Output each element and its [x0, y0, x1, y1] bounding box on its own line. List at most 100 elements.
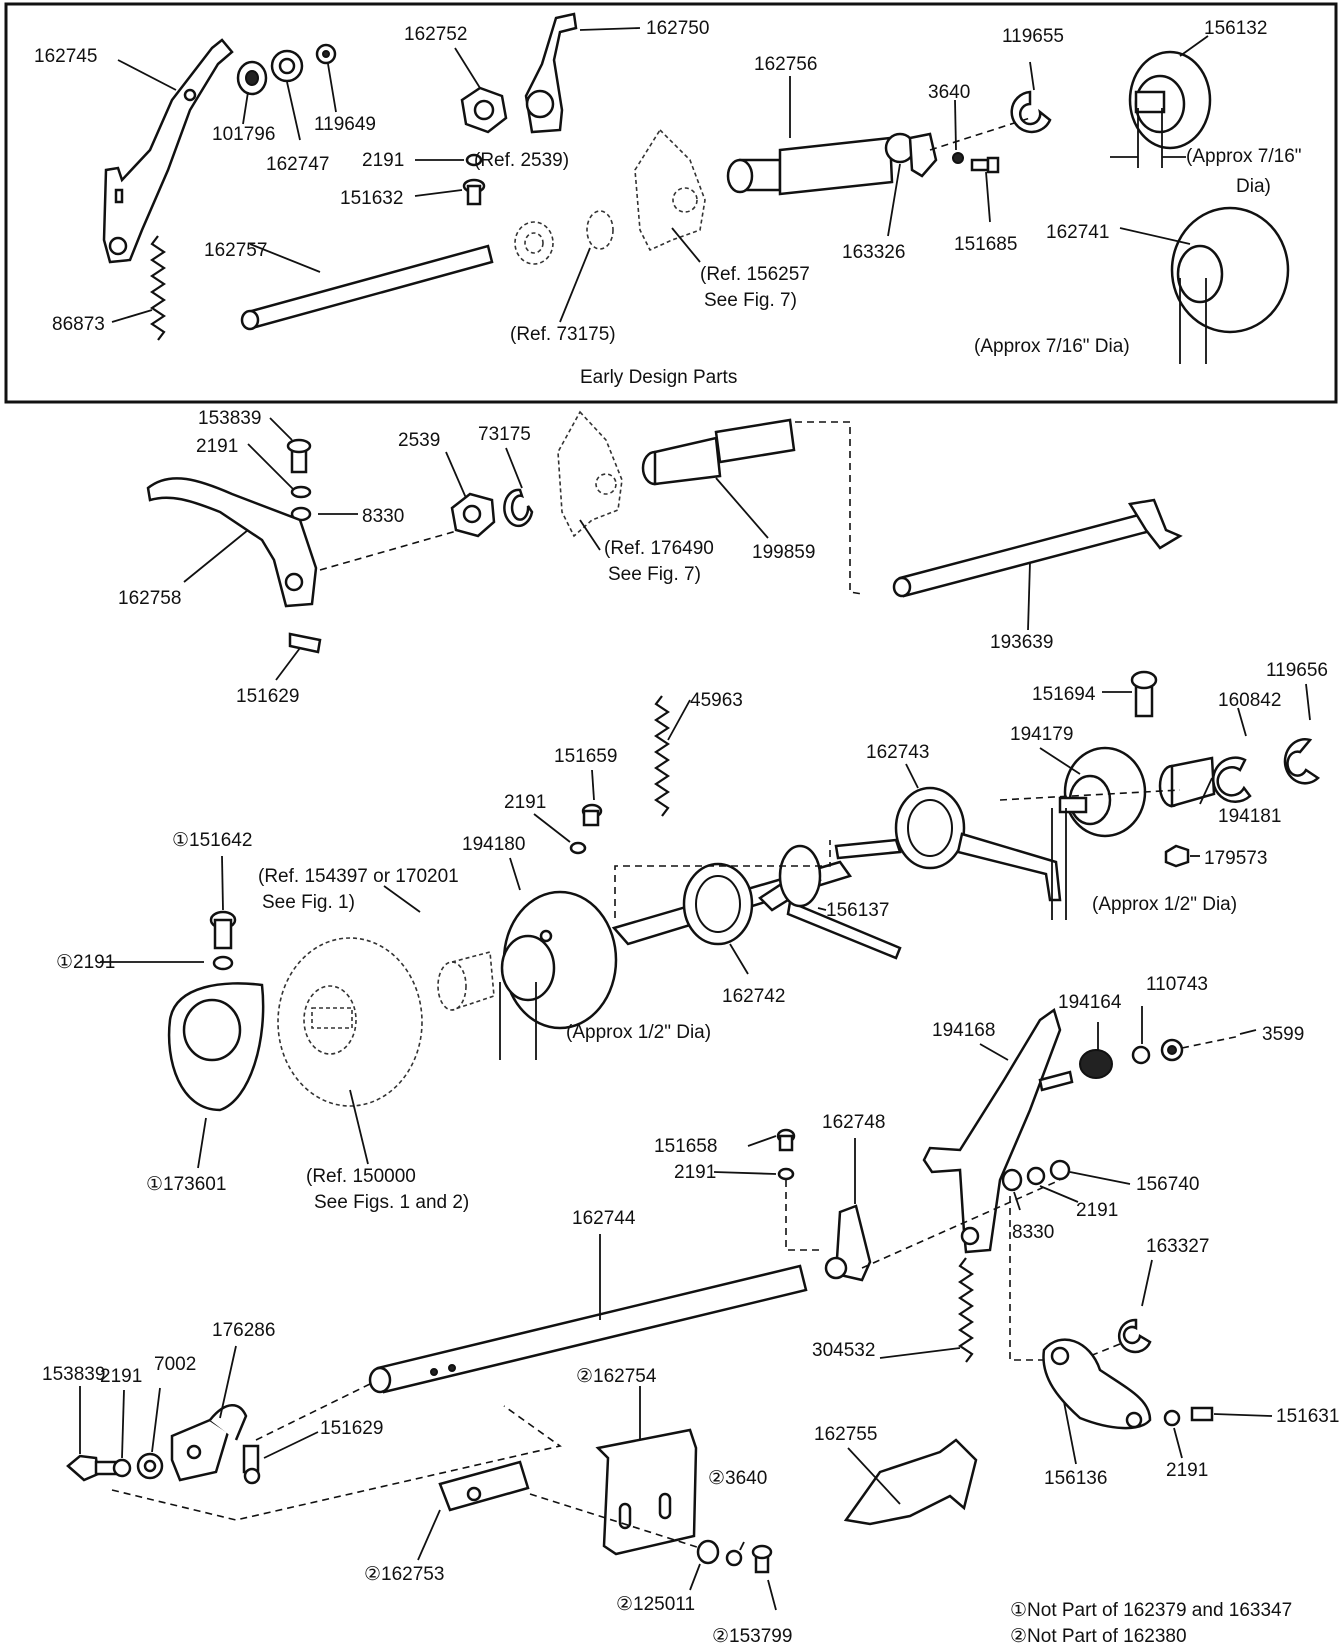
label-2191-low-d: 2191 [1166, 1460, 1208, 1481]
early-design-caption: Early Design Parts [580, 367, 737, 388]
part-153839-screw-top [286, 438, 312, 474]
part-163327-eclip [1117, 1318, 1152, 1354]
label-176286: 176286 [212, 1320, 275, 1341]
lower-axis-line-mid [861, 1179, 1061, 1269]
footnote-2: ②Not Part of 162380 [1010, 1626, 1187, 1647]
label-162755: 162755 [814, 1424, 877, 1445]
label-162748: 162748 [822, 1112, 885, 1133]
part-2191-washer-top [465, 153, 483, 167]
label-151629-mid: 151629 [236, 686, 299, 707]
part-194181-bushing [1158, 756, 1216, 808]
part-2191-washer-low-d [1163, 1409, 1181, 1427]
part-162743-link [834, 786, 1062, 902]
part-2191-washer-mid [290, 485, 312, 499]
label-ref-73175: (Ref. 73175) [510, 324, 616, 345]
lower-leader-dash-3 [111, 1405, 562, 1521]
label-156137: 156137 [826, 900, 889, 921]
part-160842-clip [1211, 756, 1252, 803]
label-ref-150000: (Ref. 150000 [306, 1166, 416, 1187]
label-2191-low-a: 2191 [674, 1162, 716, 1183]
label-ref-150000-see: See Figs. 1 and 2) [314, 1192, 469, 1213]
part-162756-stud [726, 136, 894, 196]
label-ref-154397: (Ref. 154397 or 170201 [258, 866, 459, 887]
label-ref-156257: (Ref. 156257 [700, 264, 810, 285]
label-8330-mid: 8330 [362, 506, 404, 527]
label-162753: ②162753 [364, 1564, 444, 1585]
part-162753-block [438, 1460, 530, 1512]
part-151632-screw [462, 178, 486, 206]
part-156132-cam [1128, 50, 1212, 150]
part-176286-clamp [170, 1404, 248, 1482]
part-125011-washer [696, 1539, 720, 1565]
part-151631-screw [1190, 1406, 1214, 1422]
label-8330-low: 8330 [1012, 1222, 1054, 1243]
part-193639-shaft [892, 498, 1183, 598]
part-163326-collar [884, 132, 938, 178]
label-119656: 119656 [1266, 660, 1328, 681]
part-151685-screw [970, 156, 1000, 174]
part-ref-150000-ghost [277, 937, 423, 1107]
label-151642: ①151642 [172, 830, 252, 851]
label-2539: 2539 [398, 430, 440, 451]
label-86873: 86873 [52, 314, 105, 335]
lower-axis-line-bottom [529, 1493, 701, 1549]
mid-leader-dash [795, 421, 863, 595]
label-162744: 162744 [572, 1208, 636, 1229]
label-2191-low-b: 2191 [1076, 1200, 1118, 1221]
label-162754: ②162754 [576, 1366, 657, 1387]
label-162756: 162756 [754, 54, 817, 75]
part-151642-screw [209, 910, 237, 950]
part-304532-spring [958, 1257, 974, 1363]
label-151658: 151658 [654, 1136, 717, 1157]
lower-axis-line-left [255, 1383, 371, 1441]
label-156740: 156740 [1136, 1174, 1199, 1195]
lower-leader-dash [785, 1180, 824, 1251]
part-2191-washer-low-b [1026, 1166, 1046, 1186]
label-194168: 194168 [932, 1020, 995, 1041]
part-ref-2539-ghost [514, 221, 554, 265]
part-162741-cam [1170, 206, 1290, 334]
part-151629-clip-mid [288, 632, 322, 654]
label-304532: 304532 [812, 1340, 875, 1361]
label-199859: 199859 [752, 542, 815, 563]
part-151658-screw [776, 1128, 796, 1152]
label-3599: 3599 [1262, 1024, 1304, 1045]
part-156136-lever [1042, 1338, 1152, 1430]
label-163326: 163326 [842, 242, 905, 263]
label-110743: 110743 [1146, 974, 1208, 995]
mid-axis-line [319, 529, 461, 571]
part-8330-washer-low [1001, 1168, 1023, 1192]
label-162758: 162758 [118, 588, 181, 609]
part-ref-73175-ghost [586, 210, 614, 250]
label-ref-154397-see: See Fig. 1) [262, 892, 355, 913]
label-ref-176490-see: See Fig. 7) [608, 564, 701, 585]
label-153839-low: 153839 [42, 1364, 105, 1385]
lower-axis-line-top [1181, 1035, 1241, 1049]
label-162747: 162747 [266, 154, 329, 175]
label-179573: 179573 [1204, 848, 1267, 869]
label-2191-low-c: 2191 [100, 1366, 142, 1387]
part-119649-clip [315, 43, 337, 65]
cam-axis-line [999, 789, 1181, 801]
part-119655-eclip [1010, 90, 1052, 134]
part-162755-bracket [843, 1438, 978, 1526]
part-194164-bushing [1079, 1049, 1113, 1079]
part-199859-stud [641, 418, 796, 486]
part-ref-156257-ghost [634, 128, 706, 252]
dimension-marks [499, 108, 1207, 1060]
label-162757: 162757 [204, 240, 267, 261]
part-2191-washer-low-c [112, 1458, 132, 1478]
label-162752: 162752 [404, 24, 467, 45]
label-2191-mid: 2191 [196, 436, 238, 457]
part-173601-cam [167, 982, 265, 1112]
part-101796-bushing [236, 60, 268, 96]
label-3640-early: 3640 [928, 82, 970, 103]
part-153799-screw [751, 1544, 773, 1574]
label-151629-low: 151629 [320, 1418, 383, 1439]
part-2191-washer-cam [569, 841, 587, 855]
label-101796: 101796 [212, 124, 275, 145]
label-2191-cam: 2191 [504, 792, 546, 813]
label-153799: ②153799 [712, 1626, 792, 1647]
label-194180: 194180 [462, 834, 525, 855]
